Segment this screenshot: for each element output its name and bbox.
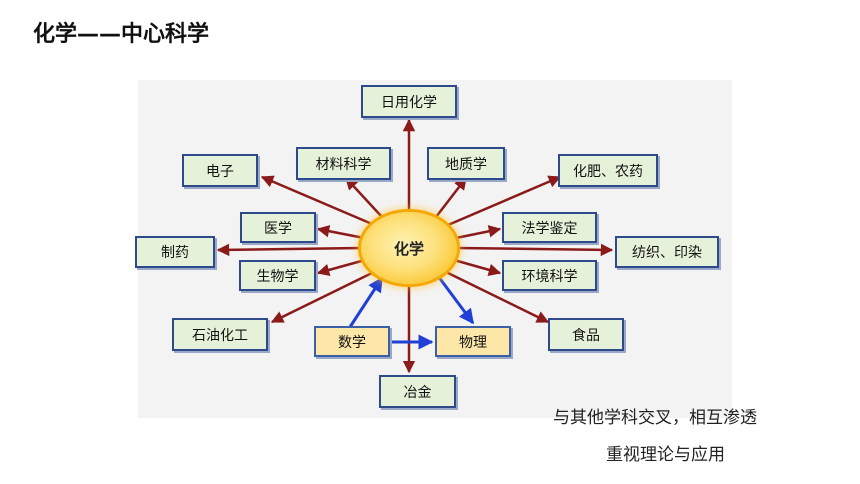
arrow-biology [316,258,366,277]
arrow-electronics [260,175,373,226]
arrow-math-to-chem [348,276,384,328]
page-title: 化学——中心科学 [33,22,210,47]
node-materials-science: 材料科学 [296,147,391,180]
node-physics: 物理 [435,326,511,357]
caption-line-1: 与其他学科交叉，相互渗透 [553,408,757,428]
arrow-pharma [216,243,362,257]
node-biology: 生物学 [239,260,316,291]
node-forensics: 法学鉴定 [502,212,597,243]
node-mathematics: 数学 [314,326,390,357]
node-geology: 地质学 [427,147,505,180]
center-node-chemistry: 化学 [361,212,457,284]
caption-line-2: 重视理论与应用 [606,445,725,465]
node-textile-dyeing: 纺织、印染 [615,236,719,268]
node-electronics: 电子 [182,154,258,187]
arrow-textile [456,243,614,257]
node-daily-chemistry: 日用化学 [361,85,457,118]
arrow-petro [270,270,375,324]
arrow-geo [435,177,467,218]
node-petrochemical: 石油化工 [172,318,268,351]
node-medicine: 医学 [240,212,316,243]
arrow-forensic [455,225,502,240]
arrow-fertilizer [447,175,562,227]
arrow-chem-physics [429,265,475,325]
node-metallurgy: 冶金 [379,375,456,408]
node-fertilizer-pesticide: 化肥、农药 [558,154,658,187]
arrow-medicine [316,225,365,240]
node-pharmaceutics: 制药 [135,236,215,268]
node-environmental-science: 环境科学 [502,260,597,291]
node-food: 食品 [548,318,624,351]
arrow-environment [453,258,502,276]
arrow-materials [345,177,383,218]
